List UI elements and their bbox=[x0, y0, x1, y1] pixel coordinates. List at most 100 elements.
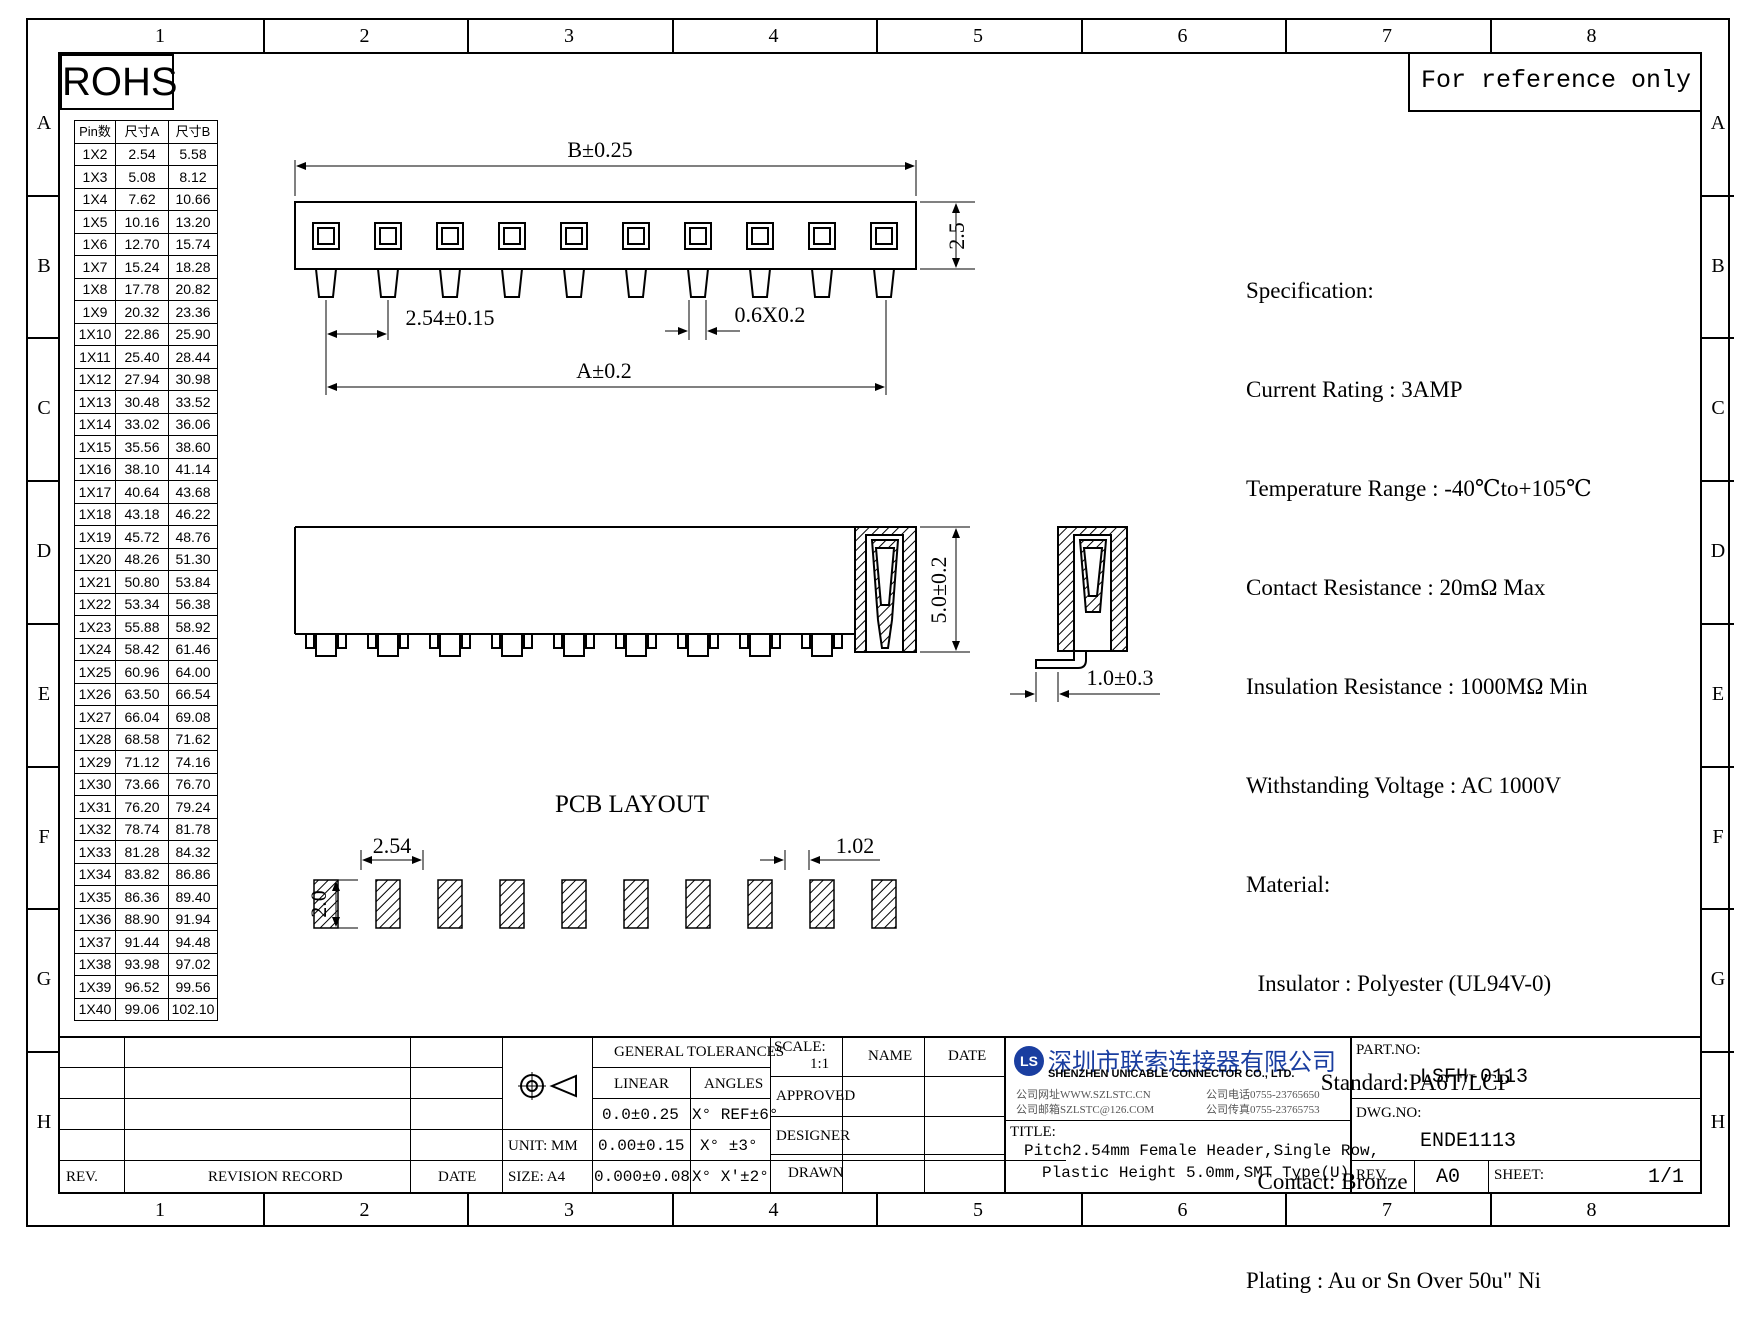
pin-count-cell: 1X17 bbox=[74, 480, 116, 504]
dim-a-cell: 43.18 bbox=[115, 502, 169, 526]
spec-line: Plating : Au or Sn Over 50u" Ni bbox=[1246, 1268, 1541, 1293]
dim-height-label: 2.5 bbox=[944, 222, 969, 250]
zone-column-label: 6 bbox=[1177, 1199, 1188, 1221]
zone-row-label: G bbox=[36, 968, 52, 991]
contact-square-inner bbox=[751, 227, 769, 245]
zone-column-label: 8 bbox=[1586, 1199, 1597, 1221]
dwg-no-label: DWG.NO: bbox=[1356, 1105, 1422, 1121]
name-label: NAME bbox=[868, 1048, 913, 1064]
contact-square-inner bbox=[503, 227, 521, 245]
company-fax: 公司传真0755-23765753 bbox=[1206, 1104, 1320, 1116]
dim-a-cell: 40.64 bbox=[115, 480, 169, 504]
contact-square-inner bbox=[627, 227, 645, 245]
dim-a-cell: 12.70 bbox=[115, 232, 169, 256]
pin-count-cell: 1X13 bbox=[74, 390, 116, 414]
zone-column-label: 5 bbox=[973, 1199, 983, 1221]
spec-line: Temperature Range : -40℃to+105℃ bbox=[1246, 476, 1592, 501]
spec-line: Insulator : Polyester (UL94V-0) bbox=[1246, 971, 1552, 996]
contact-leg bbox=[563, 268, 585, 298]
zone-column-label: 7 bbox=[1382, 25, 1392, 47]
dim-b-cell: 94.48 bbox=[168, 930, 218, 954]
spec-line: Insulation Resistance : 1000MΩ Min bbox=[1246, 674, 1588, 699]
pin-count-header: Pin数 bbox=[74, 120, 116, 144]
zone-row-label: B bbox=[37, 254, 51, 277]
part-no-label: PART.NO: bbox=[1356, 1042, 1421, 1058]
dim-a-cell: 7.62 bbox=[115, 187, 169, 211]
rev-column-label: REV. bbox=[66, 1169, 98, 1185]
pcb-layout-title: PCB LAYOUT bbox=[555, 791, 709, 818]
top-view-legs bbox=[315, 268, 895, 298]
dim-b-cell: 36.06 bbox=[168, 412, 218, 436]
zone-column-label: 3 bbox=[564, 25, 574, 47]
zone-column-label: 2 bbox=[359, 25, 370, 47]
top-view-body bbox=[294, 201, 917, 270]
dim-b-cell: 41.14 bbox=[168, 457, 218, 481]
dim-b-header: 尺寸B bbox=[168, 120, 218, 144]
contact-square bbox=[312, 222, 340, 250]
top-view-contacts bbox=[312, 222, 898, 250]
dim-a-cell: 20.32 bbox=[115, 300, 169, 324]
projection-symbol-icon bbox=[518, 1072, 577, 1100]
contact-leg bbox=[687, 268, 709, 298]
linear-tolerance: 0.0±0.25 bbox=[602, 1106, 679, 1124]
drawing-title-line-1: Pitch2.54mm Female Header,Single Row, bbox=[1024, 1142, 1380, 1160]
spec-line: Current Rating : 3AMP bbox=[1246, 377, 1463, 402]
pcb-pad bbox=[499, 879, 525, 929]
pcb-pad bbox=[871, 879, 897, 929]
dim-a-cell: 33.02 bbox=[115, 412, 169, 436]
dim-a-label: A±0.2 bbox=[576, 358, 631, 383]
scale-value: 1:1 bbox=[810, 1056, 830, 1072]
dim-b-cell: 102.10 bbox=[168, 997, 218, 1021]
zone-row-label: C bbox=[37, 397, 51, 420]
contact-square bbox=[374, 222, 402, 250]
dim-a-cell: 22.86 bbox=[115, 322, 169, 346]
pin-table-header: Pin数 尺寸A 尺寸B bbox=[74, 120, 218, 144]
zone-column-label: 5 bbox=[973, 25, 983, 47]
top-view bbox=[294, 160, 975, 395]
zone-row-label: D bbox=[36, 540, 52, 563]
zone-row-label: A bbox=[36, 112, 52, 134]
title-label: TITLE: bbox=[1010, 1124, 1056, 1140]
pin-count-cell: 1X5 bbox=[74, 210, 116, 234]
zone-row-label: D bbox=[1710, 540, 1726, 563]
dim-b-cell: 89.40 bbox=[168, 885, 218, 909]
contact-square-inner bbox=[379, 227, 397, 245]
dim-a-cell: 25.40 bbox=[115, 345, 169, 369]
zone-column-label: 6 bbox=[1177, 25, 1188, 47]
pin-count-cell: 1X14 bbox=[74, 412, 116, 436]
zone-row-label: A bbox=[1710, 112, 1726, 134]
zone-column-label: 4 bbox=[768, 1199, 779, 1221]
dim-b-cell: 8.12 bbox=[168, 165, 218, 189]
pin-count-cell: 1X6 bbox=[74, 232, 116, 256]
zone-column-label: 7 bbox=[1382, 1199, 1392, 1221]
linear-tolerance: 0.000±0.08 bbox=[594, 1168, 691, 1186]
drawing-border-outer bbox=[26, 18, 1730, 1227]
company-website: 公司网址WWW.SZLSTC.CN bbox=[1016, 1089, 1151, 1101]
pin-count-cell: 1X12 bbox=[74, 367, 116, 391]
dim-b-cell: 71.62 bbox=[168, 727, 218, 751]
pcb-pad-height-label: 2.0 bbox=[306, 890, 331, 918]
linear-tolerance: 0.00±0.15 bbox=[598, 1137, 685, 1155]
zone-column-label: 3 bbox=[564, 1199, 574, 1221]
pin-count-cell: 1X23 bbox=[74, 615, 116, 639]
dim-a-header: 尺寸A bbox=[115, 120, 169, 144]
rev-label: REV. bbox=[1356, 1167, 1388, 1183]
company-phone: 公司电话0755-23765650 bbox=[1206, 1089, 1320, 1101]
dim-b-cell: 23.36 bbox=[168, 300, 218, 324]
general-tolerances-label: GENERAL TOLERANCES bbox=[614, 1044, 785, 1060]
contact-leg bbox=[811, 268, 833, 298]
linear-label: LINEAR bbox=[614, 1076, 669, 1092]
pin-count-cell: 1X3 bbox=[74, 165, 116, 189]
